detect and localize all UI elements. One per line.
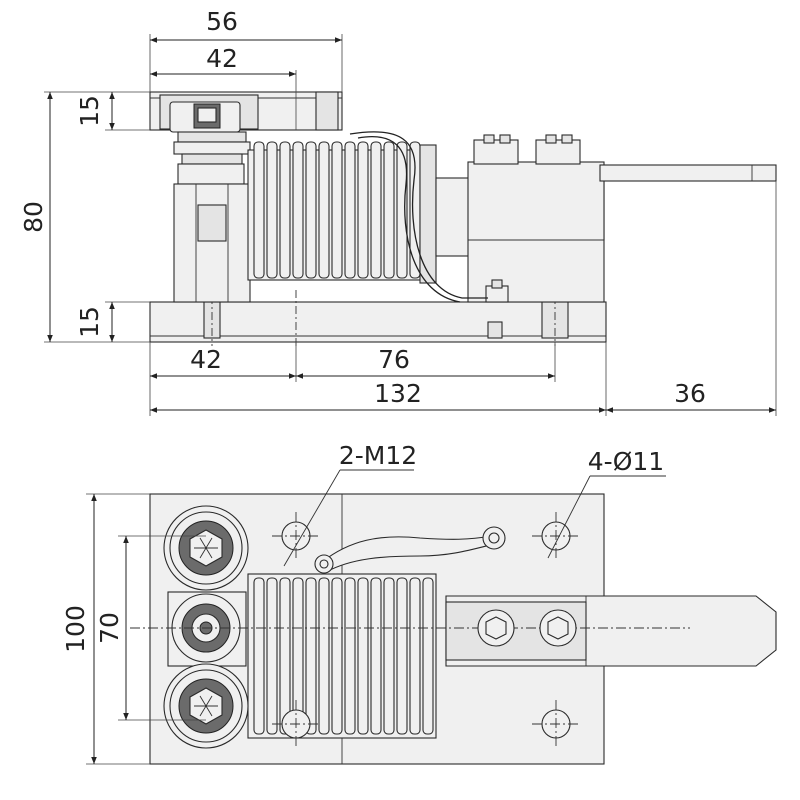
label-4-d11: 4-Ø11 [588,447,664,476]
bellows-rib [279,141,291,279]
dim-36: 36 [674,379,706,408]
bellows-rib [331,577,343,735]
dim-42-bottom: 42 [190,345,222,374]
sensor-body [435,177,471,257]
dim-70: 70 [95,612,124,644]
bellows-rib [370,141,382,279]
dim-15-top: 15 [75,95,104,127]
extension-arm [599,164,777,182]
bellows-rib [253,141,265,279]
bellows-rib [266,577,278,735]
bellows-rib [318,577,330,735]
bellows-rib [357,577,369,735]
bellows-top [247,573,437,739]
dim-15-bottom: 15 [75,306,104,338]
side-view: 56 42 80 15 15 42 76 132 36 [19,7,777,416]
bellows-rib [422,577,434,735]
bellows-rib [318,141,330,279]
bellows-rib [344,141,356,279]
bellows-rib [344,577,356,735]
bracket [467,161,605,303]
dim-56: 56 [206,7,238,36]
top-view: 2-M12 4-Ø11 100 70 [61,441,777,765]
bellows-rib [305,141,317,279]
bellows [247,141,437,284]
label-2-m12: 2-M12 [339,441,417,470]
dim-76: 76 [378,345,410,374]
signal-cable [349,131,488,299]
bellows-rib [331,141,343,279]
arm-bolt-2 [539,609,577,647]
bellows-rib [409,577,421,735]
bellows-rib [266,141,278,279]
bellows-rib [357,141,369,279]
dim-42-top: 42 [206,44,238,73]
bellows-rib [396,577,408,735]
bellows-rib [253,577,265,735]
dim-80: 80 [19,201,48,233]
hex-column [173,183,251,303]
bellows-rib [305,577,317,735]
foot-top [163,505,249,591]
bellows-rib [292,141,304,279]
foot-bottom [163,663,249,749]
arm-bolt-1 [477,609,515,647]
bellows-rib [370,577,382,735]
bellows-rib [279,577,291,735]
bellows-rib [383,577,395,735]
base-plate [149,301,607,343]
bellows-rib [396,141,408,279]
dim-100: 100 [61,605,90,653]
dim-132: 132 [374,379,422,408]
cable-top [314,526,506,574]
bellows-rib [383,141,395,279]
